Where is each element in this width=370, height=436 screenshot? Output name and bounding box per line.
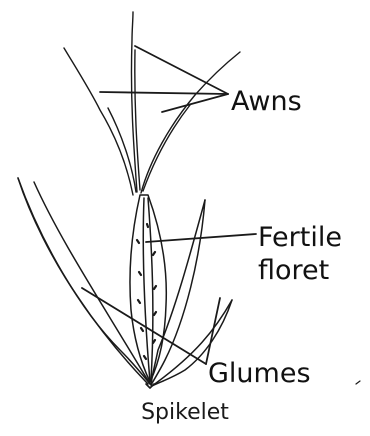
- awns-leader-middle: [100, 92, 228, 94]
- awns-leader-top: [135, 46, 228, 94]
- fertile-floret-label-line1: Fertile: [258, 224, 342, 251]
- leader-lines: [82, 46, 256, 364]
- fertile-floret-label: Fertile floret: [258, 224, 342, 284]
- awn-right: [141, 52, 240, 193]
- glumes-label: Glumes: [208, 360, 311, 387]
- awn-right-inner: [143, 105, 190, 191]
- awns-label: Awns: [231, 88, 302, 115]
- awns-leader-bottom: [162, 94, 228, 112]
- stray-mark: [356, 381, 360, 384]
- awn-left: [64, 48, 133, 195]
- fertile-floret: [130, 195, 166, 382]
- awn-left-inner: [108, 108, 136, 192]
- floret-midrib-2: [148, 198, 153, 380]
- awn-center: [131, 12, 137, 192]
- fertile-floret-label-line2: floret: [258, 257, 342, 284]
- awns: [64, 12, 240, 195]
- diagram-caption: Spikelet: [0, 402, 370, 424]
